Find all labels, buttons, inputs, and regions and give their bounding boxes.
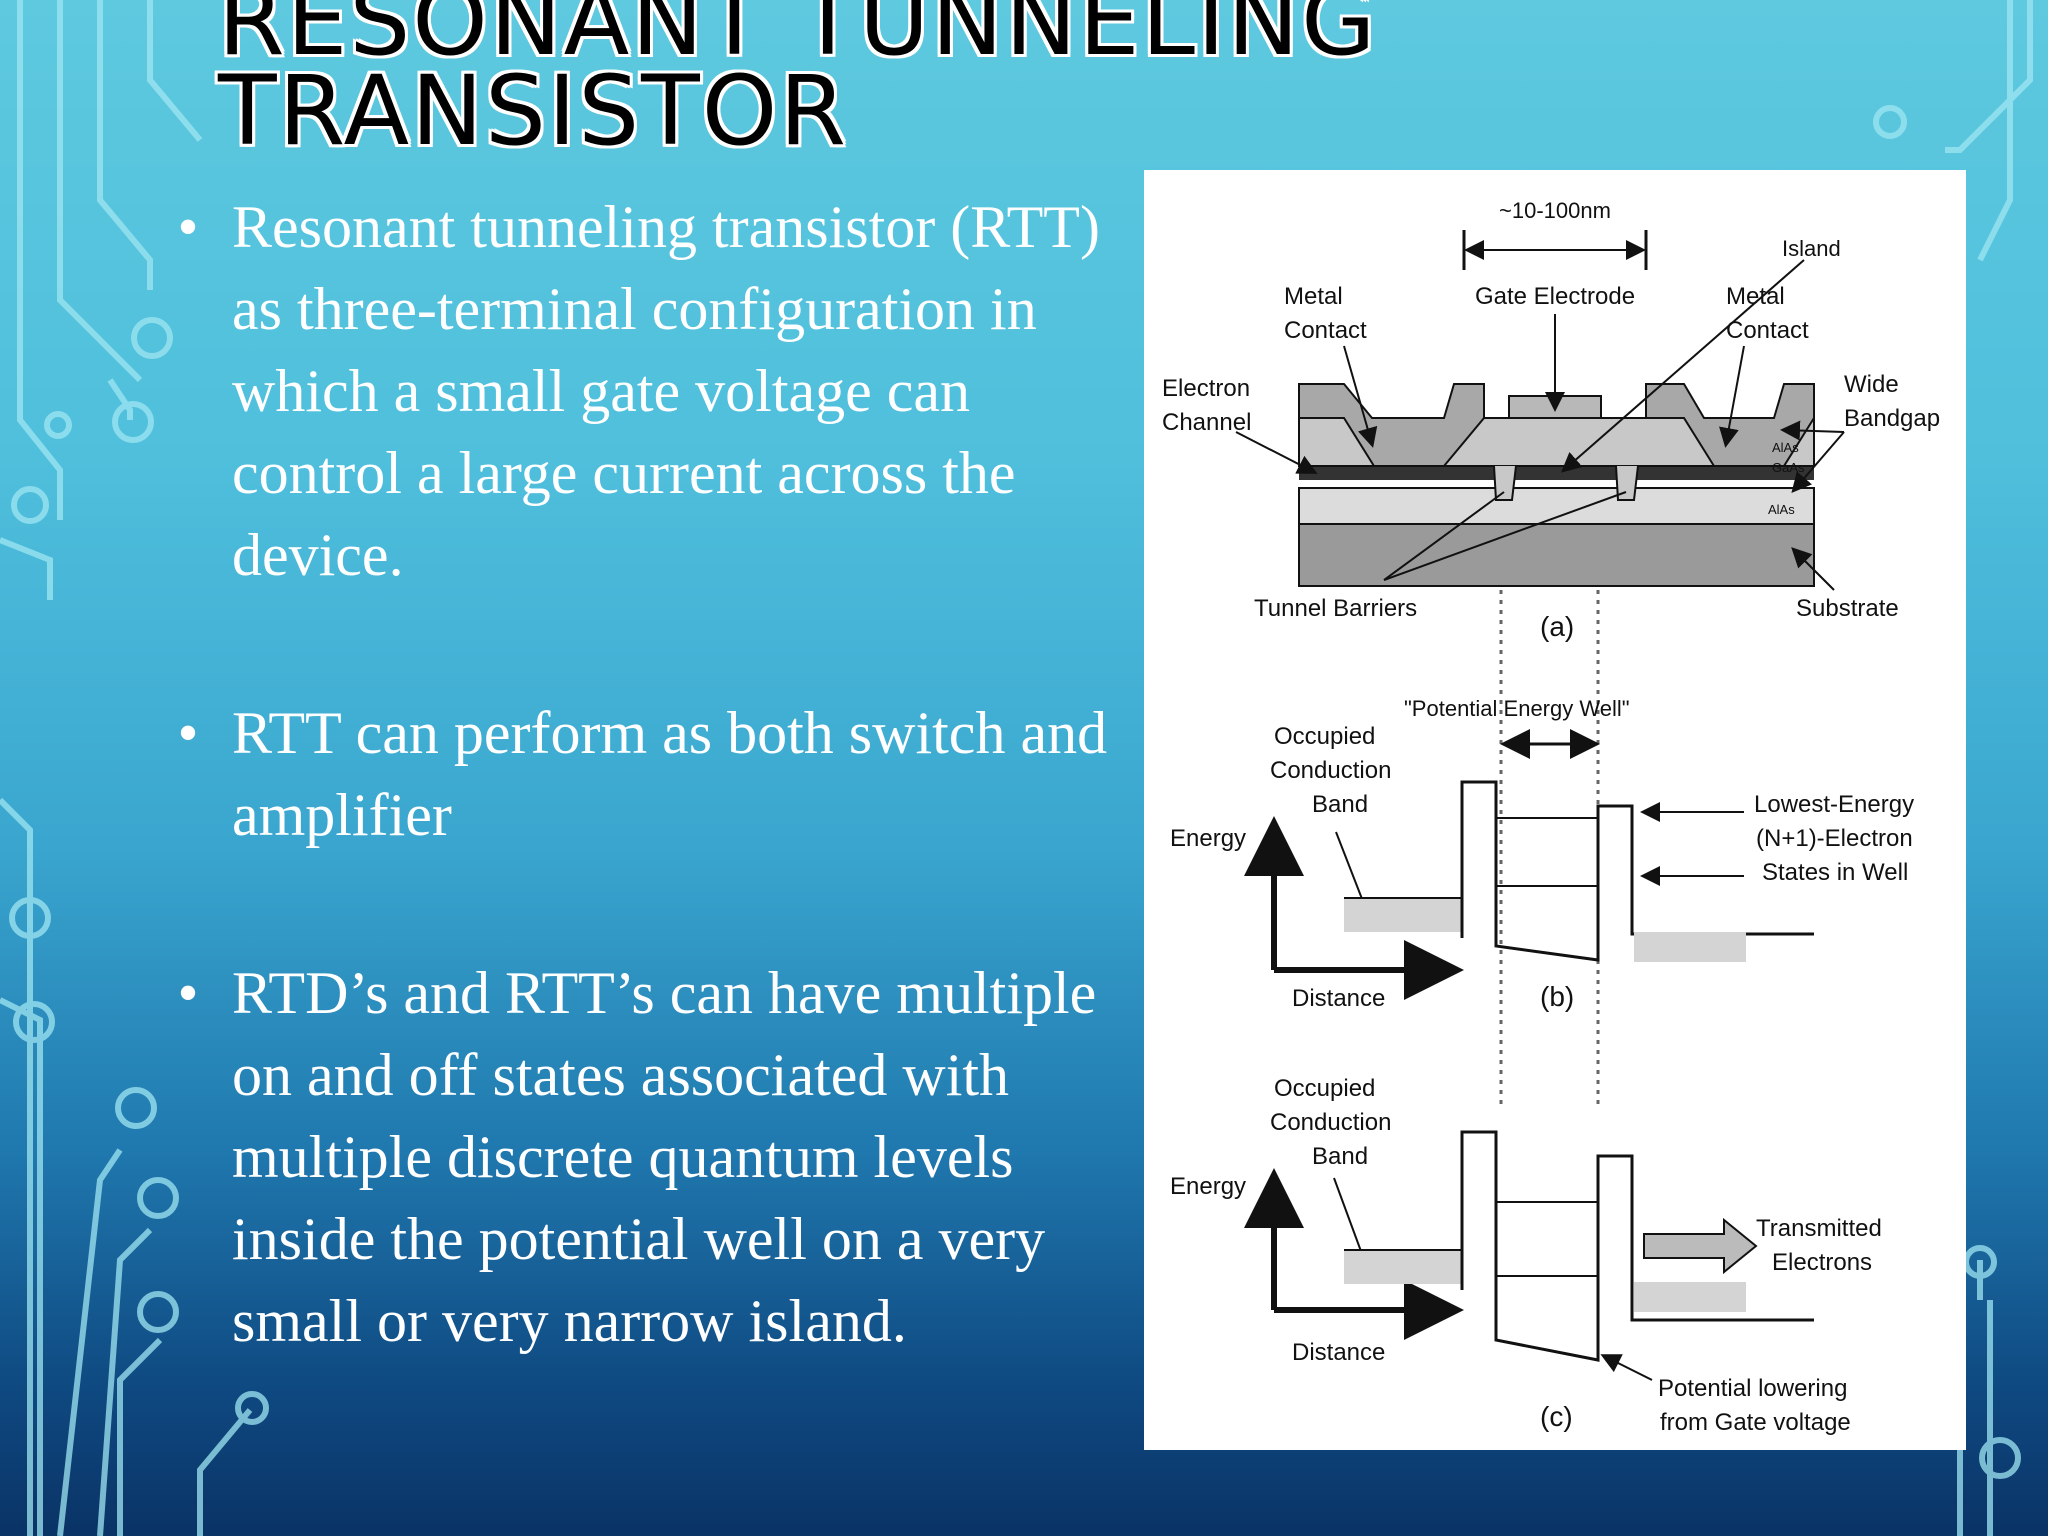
metal-contact-right-line1: Metal [1726, 283, 1785, 310]
bullet-text: Resonant tunneling transistor (RTT) as t… [232, 194, 1100, 588]
bullet-marker: • [177, 194, 199, 260]
bullet-list: • Resonant tunneling transistor (RTT) as… [168, 186, 1138, 1458]
panel-c: Occupied Conduction Band Energy Distance… [1170, 1075, 1882, 1436]
panel-c-caption: (c) [1540, 1401, 1573, 1432]
rtt-diagram-figure: ~10-100nm Island Gate Electrode Metal Co… [1144, 170, 1966, 1450]
slide-title: RESONANT TUNNELING TRANSISTOR [218, 0, 1378, 167]
layer-alas-top: AlAs [1772, 440, 1799, 455]
panel-b: "Potential Energy Well" Occupied Conduct… [1170, 696, 1914, 1012]
layer-alas-bottom: AlAs [1768, 502, 1795, 517]
occupied-c-line2: Conduction [1270, 1109, 1391, 1136]
tunnel-barriers-label: Tunnel Barriers [1254, 595, 1417, 622]
energy-b-label: Energy [1170, 825, 1246, 852]
electron-channel-line1: Electron [1162, 375, 1250, 402]
occupied-c-line1: Occupied [1274, 1075, 1375, 1102]
island-label: Island [1782, 236, 1841, 261]
transmitted-arrow-icon [1643, 1217, 1758, 1275]
bullet-item: • Resonant tunneling transistor (RTT) as… [168, 186, 1138, 596]
dimension-label: ~10-100nm [1499, 198, 1611, 223]
distance-b-label: Distance [1292, 985, 1385, 1012]
title-line-2: TRANSISTOR [218, 55, 849, 167]
occupied-b-line1: Occupied [1274, 723, 1375, 750]
wide-bandgap-line1: Wide [1844, 371, 1899, 398]
metal-contact-left-line1: Metal [1284, 283, 1343, 310]
lowest-energy-line2: (N+1)-Electron [1756, 825, 1913, 852]
panel-b-caption: (b) [1540, 981, 1574, 1012]
bullet-marker: • [177, 700, 199, 766]
potential-lowering-line1: Potential lowering [1658, 1375, 1847, 1402]
title-line-1: RESONANT TUNNELING [218, 0, 1378, 77]
gate-electrode-label: Gate Electrode [1475, 283, 1635, 310]
bullet-text: RTD’s and RTT’s can have multiple on and… [232, 960, 1097, 1354]
bullet-item: • RTT can perform as both switch and amp… [168, 692, 1138, 856]
bullet-item: • RTD’s and RTT’s can have multiple on a… [168, 952, 1138, 1362]
transmitted-line2: Electrons [1772, 1249, 1872, 1276]
panel-a-caption: (a) [1540, 611, 1574, 642]
rtt-diagram: ~10-100nm Island Gate Electrode Metal Co… [1162, 198, 1940, 1436]
lowest-energy-line3: States in Well [1762, 859, 1908, 886]
panel-a: ~10-100nm Island Gate Electrode Metal Co… [1162, 198, 1940, 642]
wide-bandgap-line2: Bandgap [1844, 405, 1940, 432]
substrate-label: Substrate [1796, 595, 1899, 622]
potential-well-label: "Potential Energy Well" [1404, 696, 1630, 721]
metal-contact-left-line2: Contact [1284, 317, 1367, 344]
bullet-text: RTT can perform as both switch and ampli… [232, 700, 1108, 848]
distance-c-label: Distance [1292, 1339, 1385, 1366]
transmitted-line1: Transmitted [1756, 1215, 1882, 1242]
metal-contact-right-line2: Contact [1726, 317, 1809, 344]
occupied-b-line3: Band [1312, 791, 1368, 818]
potential-lowering-line2: from Gate voltage [1660, 1409, 1851, 1436]
energy-c-label: Energy [1170, 1173, 1246, 1200]
lowest-energy-line1: Lowest-Energy [1754, 791, 1914, 818]
occupied-b-line2: Conduction [1270, 757, 1391, 784]
occupied-c-line3: Band [1312, 1143, 1368, 1170]
layer-gaas: GaAs [1772, 460, 1805, 475]
bullet-marker: • [177, 960, 199, 1026]
